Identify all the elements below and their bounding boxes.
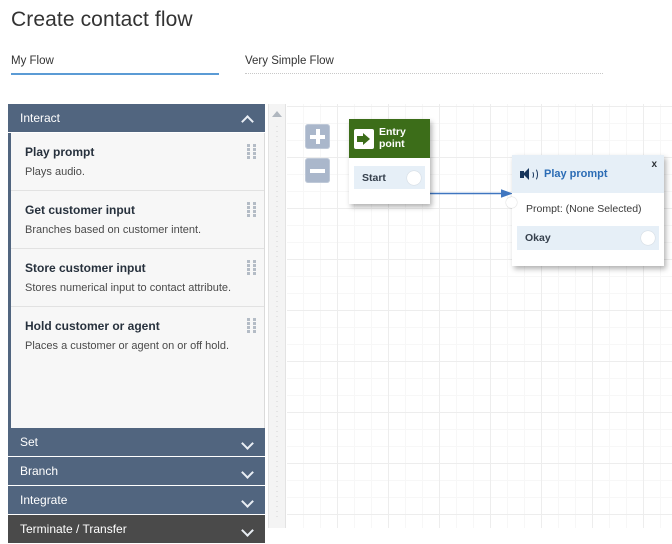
sidebar-section-label-branch: Branch — [20, 464, 59, 478]
drag-handle-icon[interactable] — [247, 202, 256, 217]
canvas-vertical-scrollbar[interactable] — [268, 104, 286, 528]
node-header-entry-point: Entry point — [349, 119, 430, 158]
zoom-out-button[interactable] — [305, 158, 330, 183]
port-connector-dot[interactable] — [407, 170, 421, 185]
chevron-up-icon — [242, 112, 255, 125]
node-body-entry-point: Start — [349, 158, 430, 194]
flow-name-value[interactable]: My Flow — [11, 55, 54, 67]
page-header: Create contact flow My Flow Very Simple … — [0, 0, 672, 94]
node-header-play-prompt: Play prompt x — [512, 155, 664, 193]
block-description: Plays audio. — [25, 166, 85, 178]
sidebar-section-branch[interactable]: Branch — [8, 457, 265, 486]
sidebar-section-set[interactable]: Set — [8, 428, 265, 457]
sidebar-section-label-integrate: Integrate — [20, 493, 68, 507]
chevron-down-icon — [242, 465, 255, 478]
block-item-store-customer-input[interactable]: Store customer input Stores numerical in… — [11, 249, 264, 307]
scroll-up-arrow-icon[interactable] — [272, 111, 282, 117]
speaker-icon — [520, 167, 538, 182]
flow-node-entry-point[interactable]: Entry point Start — [349, 119, 430, 204]
node-title: Play prompt — [544, 168, 608, 180]
sidebar-section-integrate[interactable]: Integrate — [8, 486, 265, 515]
block-description: Places a customer or agent on or off hol… — [25, 340, 230, 352]
node-body-play-prompt: Okay — [512, 226, 664, 255]
sidebar-section-label-terminate-transfer: Terminate / Transfer — [20, 522, 127, 536]
node-port-label: Start — [362, 171, 386, 184]
block-library-sidebar: Interact Play prompt Plays audio. Get cu… — [8, 104, 265, 544]
node-port-okay[interactable]: Okay — [517, 226, 659, 250]
drag-handle-icon[interactable] — [247, 144, 256, 159]
block-title: Hold customer or agent — [25, 319, 160, 333]
sidebar-section-label-set: Set — [20, 435, 39, 449]
node-port-start[interactable]: Start — [354, 166, 425, 189]
connector-entry-to-play-prompt[interactable] — [417, 189, 513, 198]
node-port-label: Okay — [525, 232, 551, 244]
flow-canvas[interactable]: Entry point Start Play prompt x Prompt: … — [287, 104, 672, 528]
flow-description-value[interactable]: Very Simple Flow — [245, 55, 334, 67]
chevron-down-icon — [242, 523, 255, 536]
block-title: Store customer input — [25, 261, 146, 275]
chevron-down-icon — [242, 494, 255, 507]
flow-name-field[interactable]: My Flow — [11, 55, 219, 75]
entry-arrow-icon — [354, 128, 374, 149]
zoom-in-button[interactable] — [305, 124, 330, 149]
block-description: Branches based on customer intent. — [25, 224, 202, 236]
page-title: Create contact flow — [11, 8, 193, 31]
node-input-connector-dot[interactable] — [506, 197, 517, 208]
port-connector-dot[interactable] — [641, 231, 655, 245]
block-title: Get customer input — [25, 203, 136, 217]
plus-icon-vertical — [315, 129, 320, 144]
node-title: Entry point — [379, 126, 406, 150]
scrollbar-track[interactable] — [276, 126, 278, 518]
block-description: Stores numerical input to contact attrib… — [25, 282, 232, 294]
block-item-play-prompt[interactable]: Play prompt Plays audio. — [11, 133, 264, 191]
block-title: Play prompt — [25, 145, 95, 159]
block-item-get-customer-input[interactable]: Get customer input Branches based on cus… — [11, 191, 264, 249]
drag-handle-icon[interactable] — [247, 318, 256, 333]
close-icon[interactable]: x — [651, 159, 657, 170]
node-property-prompt: Prompt: (None Selected) — [526, 203, 642, 215]
sidebar-section-body-interact: Play prompt Plays audio. Get customer in… — [8, 133, 265, 428]
flow-node-play-prompt[interactable]: Play prompt x Prompt: (None Selected) Ok… — [506, 155, 664, 266]
flow-name-underline — [11, 73, 219, 75]
minus-icon — [310, 168, 325, 173]
sidebar-section-interact[interactable]: Interact — [8, 104, 265, 133]
flow-description-underline — [245, 73, 603, 75]
block-item-hold-customer-or-agent[interactable]: Hold customer or agent Places a customer… — [11, 307, 264, 364]
flow-description-field[interactable]: Very Simple Flow — [245, 55, 603, 75]
drag-handle-icon[interactable] — [247, 260, 256, 275]
sidebar-section-terminate-transfer[interactable]: Terminate / Transfer — [8, 515, 265, 544]
chevron-down-icon — [242, 436, 255, 449]
sidebar-section-label-interact: Interact — [20, 111, 61, 125]
